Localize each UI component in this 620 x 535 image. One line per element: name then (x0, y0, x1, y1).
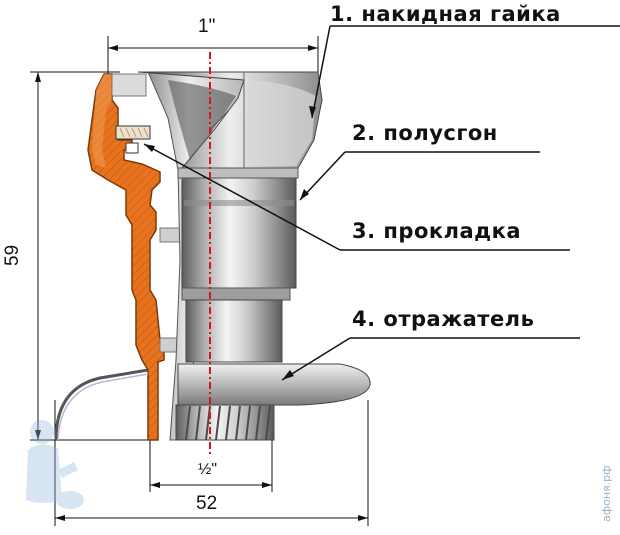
dim-top-width: 1" (198, 16, 216, 37)
gasket (115, 125, 151, 140)
dimension-lines (30, 36, 369, 526)
site-watermark: афоня.рф (600, 465, 613, 522)
leader-arrows (144, 106, 316, 380)
label-reflector: 4. отражатель (352, 307, 535, 331)
label-union-nut: 1. накидная гайка (330, 2, 561, 26)
dim-thread: ½" (198, 461, 218, 478)
dim-height: 59 (2, 244, 23, 266)
dimension-arrows (35, 45, 368, 521)
plumber-mascot-logo (26, 420, 84, 509)
decorative-escutcheon (54, 368, 149, 441)
label-gasket: 3. прокладка (352, 219, 522, 243)
reflector (177, 363, 371, 406)
label-half-union: 2. полусгон (352, 121, 498, 145)
half-union-body (181, 171, 297, 289)
leader-lines (143, 25, 620, 381)
dim-bottom-width: 52 (196, 493, 218, 514)
fitting-body-highlight (92, 74, 112, 168)
